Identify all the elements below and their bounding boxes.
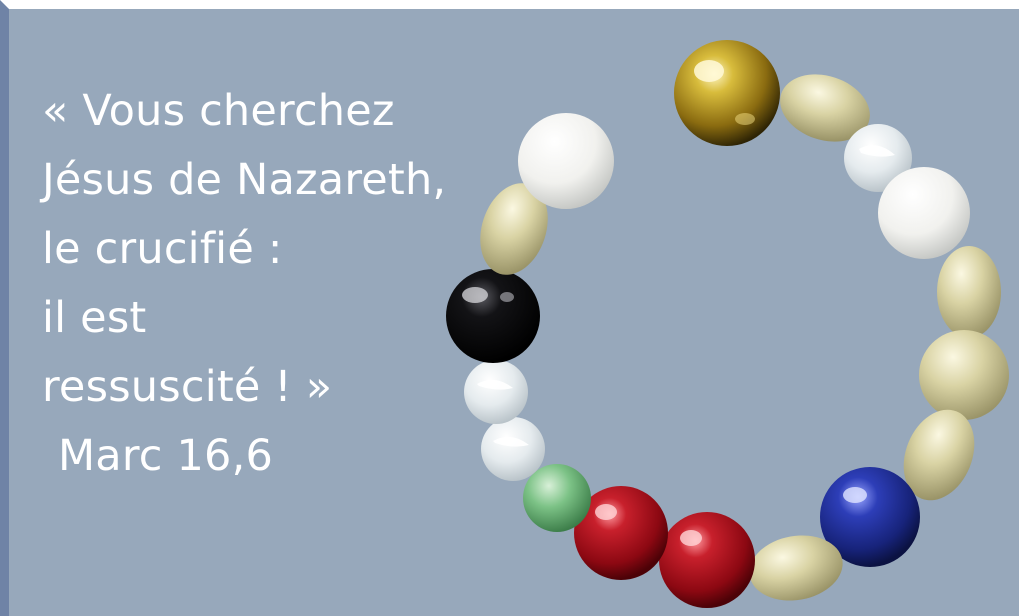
green-bead (523, 464, 591, 532)
red-bead (574, 486, 668, 580)
ivory-bead (903, 409, 975, 501)
quote-line-2: Jésus de Nazareth, (42, 155, 447, 205)
red-bead (659, 512, 755, 608)
ivory-bead (919, 330, 1009, 420)
white-bead (518, 113, 614, 209)
quote-line-4: il est (42, 293, 147, 343)
black-bead (446, 269, 540, 363)
clear-bead (464, 360, 528, 424)
quote-text: « Vous cherchez Jésus de Nazareth, le cr… (42, 77, 446, 491)
quote-line-1: « Vous cherchez (42, 86, 395, 136)
white-bead (878, 167, 970, 259)
blue-bead (820, 467, 920, 567)
clear-bead (844, 124, 912, 192)
bracelet-image (446, 40, 1009, 608)
quote-line-5: ressuscité ! » (42, 362, 333, 412)
bible-reference: Marc 16,6 (58, 431, 274, 481)
ivory-bead (937, 246, 1001, 338)
gold-bead (674, 40, 780, 146)
quote-line-3: le crucifié : (42, 224, 283, 274)
ivory-bead (480, 183, 548, 275)
ivory-bead (780, 74, 870, 142)
clear-bead (481, 417, 545, 481)
ivory-bead (749, 535, 843, 601)
